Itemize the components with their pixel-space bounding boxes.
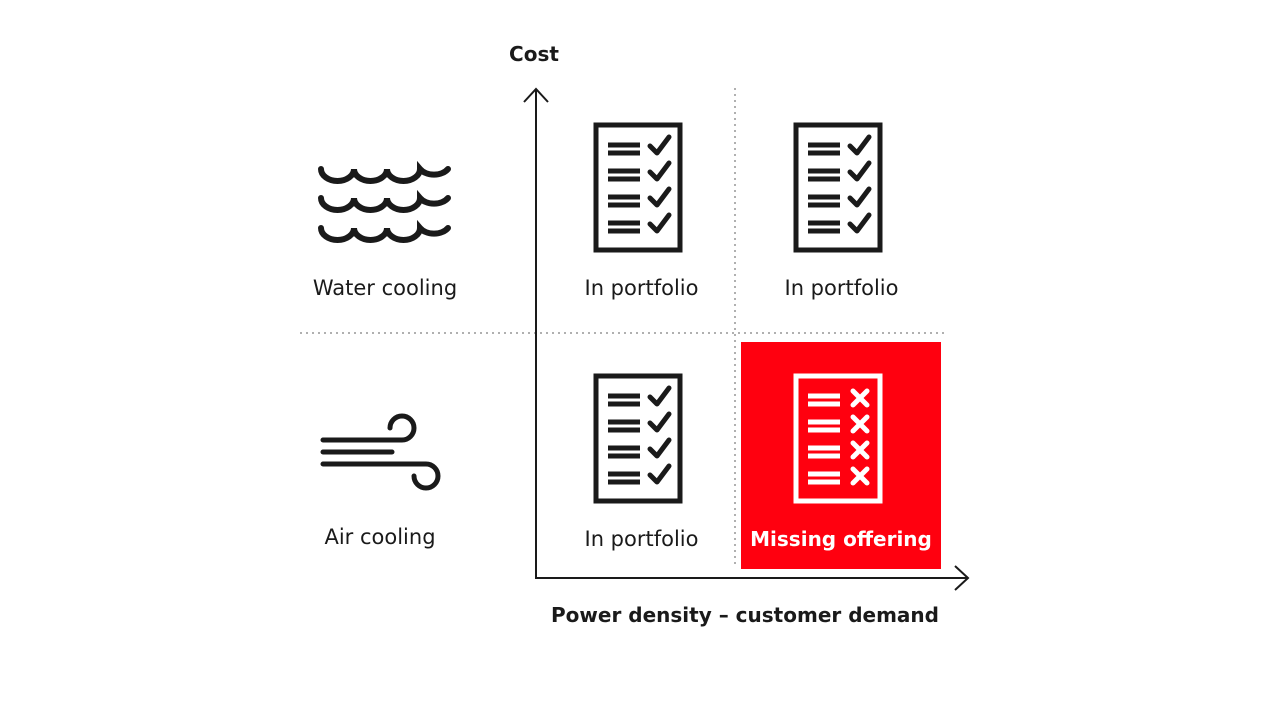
checklist-icon-top-right (793, 122, 883, 253)
missing-offering-label: Missing offering (750, 527, 932, 551)
y-axis-title: Cost (509, 42, 559, 66)
checklist-icon-bottom-left (593, 373, 683, 504)
cell-top-right-label: In portfolio (784, 276, 899, 300)
checklist-icon-top-left (593, 122, 683, 253)
missing-offering-cell (741, 342, 941, 569)
x-axis-title: Power density – customer demand (551, 603, 939, 627)
wind-icon (320, 413, 441, 491)
cell-top-left-label: In portfolio (584, 276, 699, 300)
y-axis (523, 87, 549, 578)
checklist-missing-icon (793, 373, 883, 504)
cell-bottom-left-label: In portfolio (584, 527, 699, 551)
water-cooling-label: Water cooling (312, 276, 458, 300)
air-cooling-label: Air cooling (324, 525, 436, 549)
x-axis (535, 565, 970, 591)
water-waves-icon (318, 160, 451, 243)
